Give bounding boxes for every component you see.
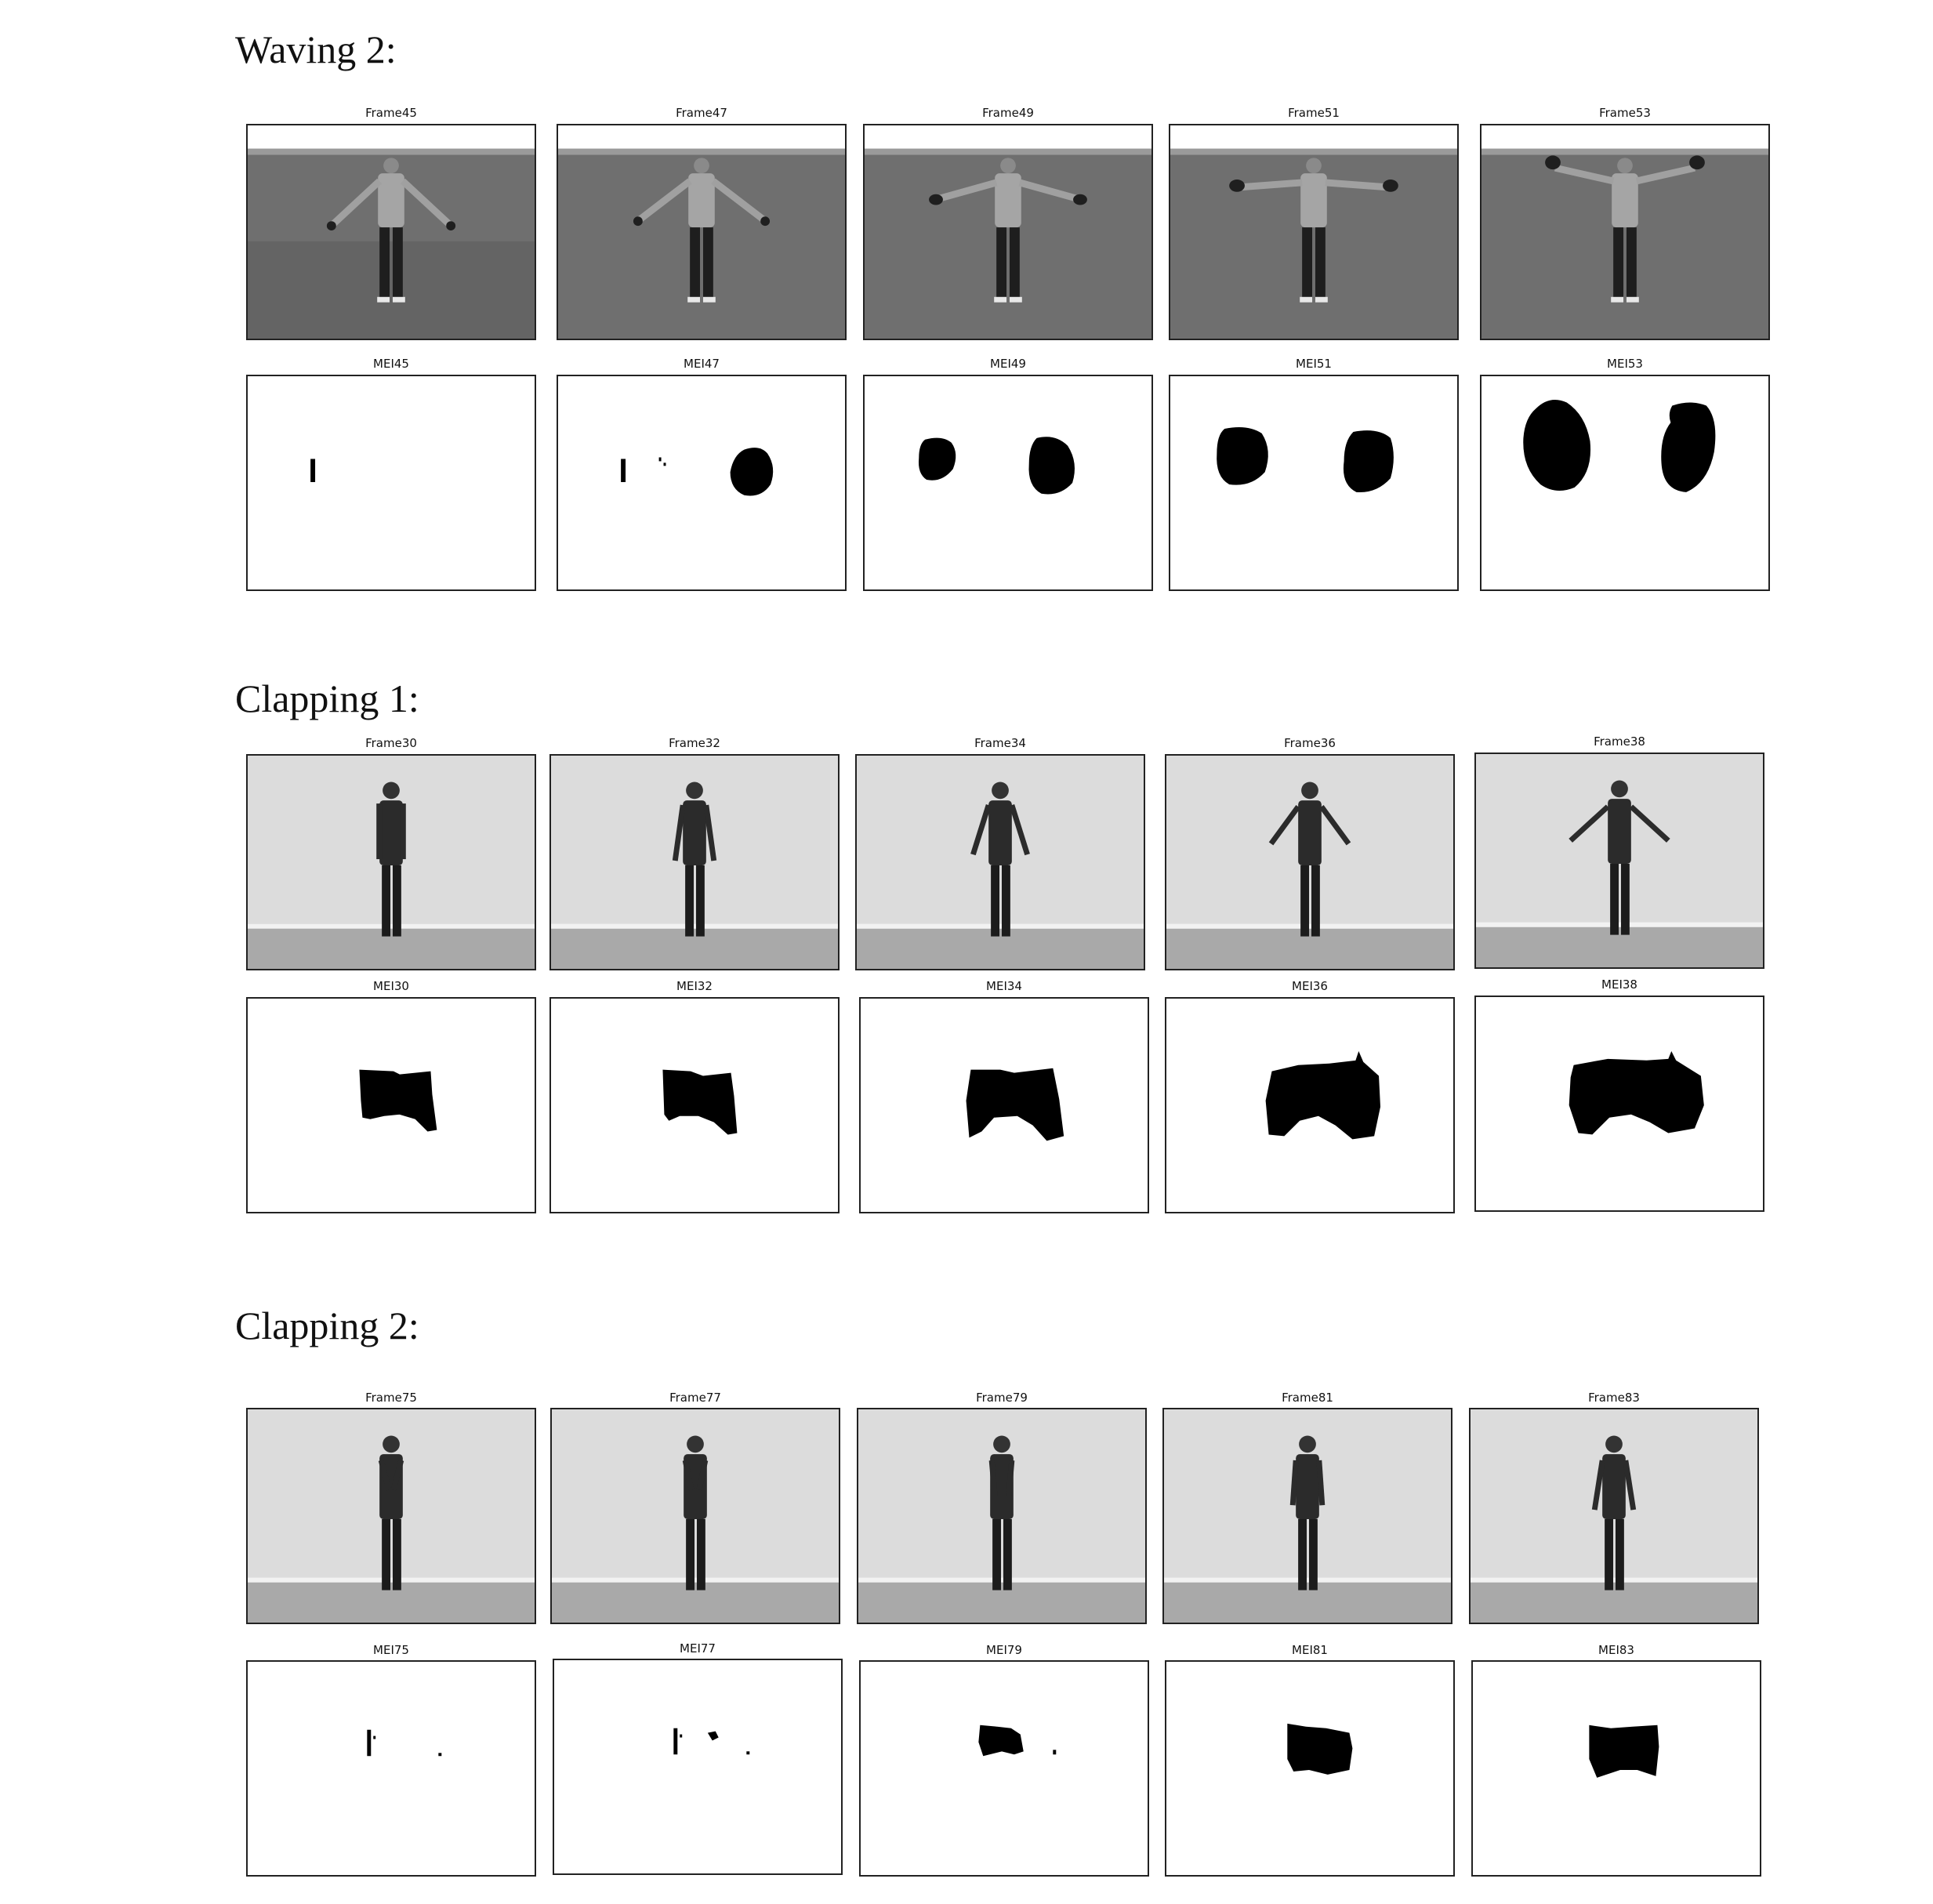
mei-label: MEI47 <box>684 357 720 371</box>
frame-label: Frame75 <box>365 1391 417 1405</box>
mei-image <box>246 997 536 1213</box>
mei-label: MEI53 <box>1607 357 1643 371</box>
mei-image <box>859 1660 1149 1877</box>
mei-image <box>863 375 1153 591</box>
frame-label: Frame34 <box>974 736 1026 750</box>
frame-label: Frame47 <box>676 106 727 120</box>
video-frame-image <box>1480 124 1770 340</box>
video-frame-image <box>246 124 536 340</box>
mei-image <box>1474 996 1764 1212</box>
mei-label: MEI49 <box>990 357 1026 371</box>
video-frame-image <box>246 754 536 970</box>
mei-image <box>549 997 840 1213</box>
frame-label: Frame79 <box>976 1391 1028 1405</box>
video-frame-image <box>557 124 847 340</box>
video-frame-image <box>1165 754 1455 970</box>
mei-label: MEI83 <box>1598 1643 1634 1657</box>
frame-label: Frame45 <box>365 106 417 120</box>
section-title-waving-2: Waving 2: <box>235 27 397 71</box>
section-title-clapping-1: Clapping 1: <box>235 676 419 720</box>
mei-label: MEI32 <box>676 979 713 993</box>
mei-image <box>553 1659 843 1875</box>
mei-label: MEI36 <box>1292 979 1328 993</box>
mei-label: MEI38 <box>1601 977 1637 992</box>
frame-label: Frame51 <box>1288 106 1340 120</box>
mei-image <box>859 997 1149 1213</box>
frame-label: Frame77 <box>669 1391 721 1405</box>
mei-image <box>557 375 847 591</box>
video-frame-image <box>1162 1408 1452 1624</box>
video-frame-image <box>857 1408 1147 1624</box>
video-frame-image <box>246 1408 536 1624</box>
video-frame-image <box>863 124 1153 340</box>
mei-image <box>1471 1660 1761 1877</box>
frame-label: Frame38 <box>1594 734 1645 749</box>
mei-label: MEI51 <box>1296 357 1332 371</box>
mei-label: MEI79 <box>986 1643 1022 1657</box>
mei-label: MEI75 <box>373 1643 409 1657</box>
mei-image <box>1480 375 1770 591</box>
mei-image <box>246 375 536 591</box>
frame-label: Frame30 <box>365 736 417 750</box>
frame-label: Frame36 <box>1284 736 1336 750</box>
mei-image <box>1169 375 1459 591</box>
video-frame-image <box>1474 753 1764 969</box>
mei-label: MEI34 <box>986 979 1022 993</box>
frame-label: Frame83 <box>1588 1391 1640 1405</box>
video-frame-image <box>549 754 840 970</box>
mei-label: MEI30 <box>373 979 409 993</box>
mei-label: MEI81 <box>1292 1643 1328 1657</box>
frame-label: Frame53 <box>1599 106 1651 120</box>
mei-image <box>1165 1660 1455 1877</box>
video-frame-image <box>1469 1408 1759 1624</box>
video-frame-image <box>1169 124 1459 340</box>
frame-label: Frame49 <box>982 106 1034 120</box>
mei-image <box>1165 997 1455 1213</box>
video-frame-image <box>550 1408 840 1624</box>
frame-label: Frame81 <box>1282 1391 1333 1405</box>
section-title-clapping-2: Clapping 2: <box>235 1304 419 1347</box>
video-frame-image <box>855 754 1145 970</box>
mei-image <box>246 1660 536 1877</box>
mei-label: MEI77 <box>680 1641 716 1656</box>
frame-label: Frame32 <box>669 736 720 750</box>
mei-label: MEI45 <box>373 357 409 371</box>
